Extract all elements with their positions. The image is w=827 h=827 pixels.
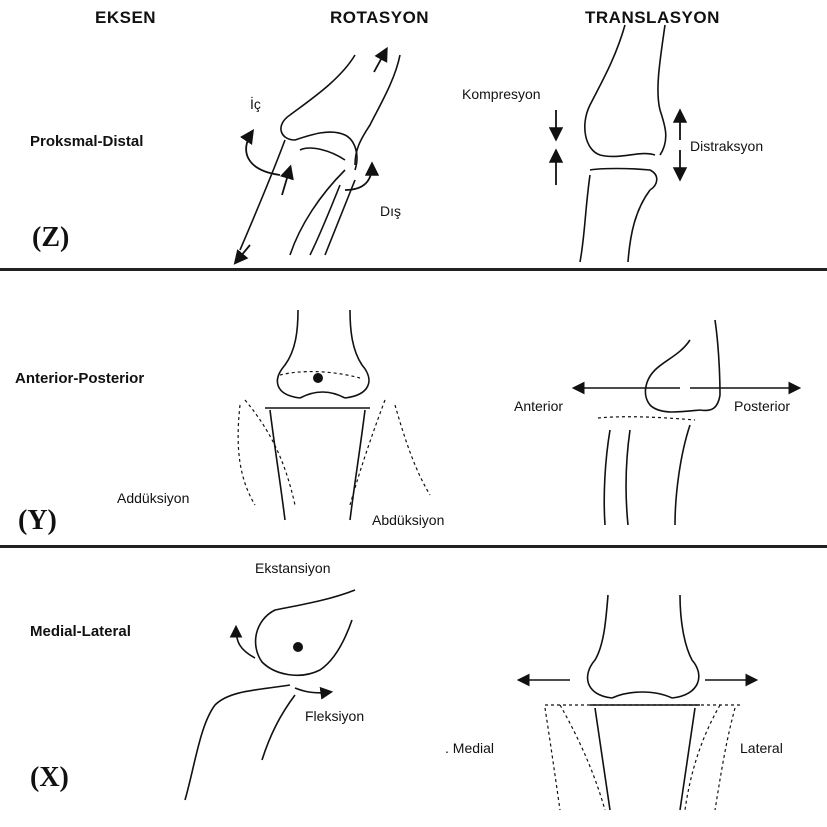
- x-rotation-arrows: [236, 628, 330, 693]
- y-translation-knee: [604, 320, 720, 525]
- y-rotation-knee: [265, 310, 370, 520]
- x-rotation-knee: [185, 590, 355, 800]
- z-rotation-knee: [240, 55, 400, 255]
- z-translation-arrows: [556, 110, 680, 185]
- y-translation-dashed: [598, 417, 695, 420]
- y-rotation-dot: [313, 373, 323, 383]
- x-translation-knee: [588, 595, 700, 810]
- z-rotation-arrows: [236, 50, 386, 262]
- y-rotation-dashed: [238, 372, 430, 505]
- x-rotation-dot: [293, 642, 303, 652]
- z-translation-knee: [580, 25, 666, 262]
- x-translation-dashed: [545, 705, 740, 810]
